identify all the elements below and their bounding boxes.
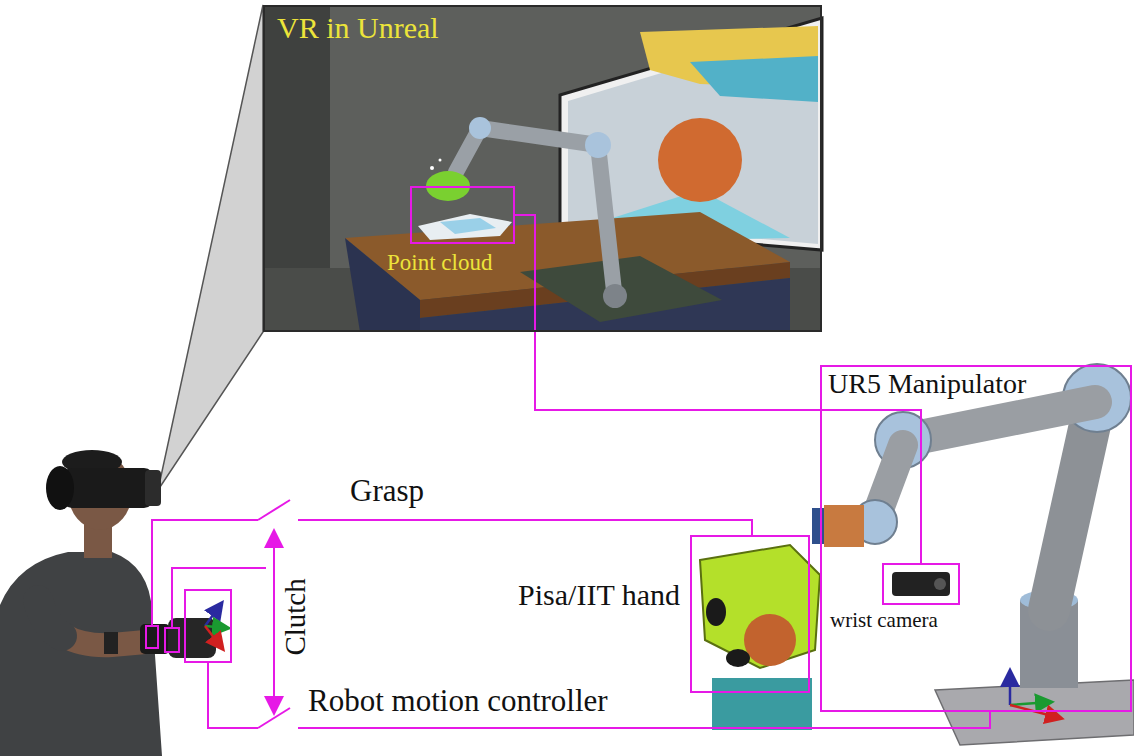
- operator-figure-part: [205, 626, 222, 648]
- magenta-wiring-part: [298, 520, 752, 535]
- operator-figure-part: [205, 604, 221, 626]
- switch-label: Clutch: [280, 578, 312, 655]
- vr-scene-part: [585, 132, 611, 158]
- vr-scene-part: [430, 166, 434, 170]
- vr-scene-part: [520, 256, 722, 322]
- robot-illustration-part: [812, 508, 824, 544]
- node-label: Pisa/IIT hand: [518, 578, 680, 611]
- signal-label: Robot motion controller: [308, 684, 608, 718]
- robot-illustration-part: [1049, 402, 1095, 610]
- operator-figure-part: [46, 466, 74, 510]
- magenta-wiring-part: [152, 520, 258, 626]
- robot-illustration-part: [744, 614, 796, 666]
- magenta-wiring-part: [172, 568, 266, 628]
- magenta-wiring-part: [165, 628, 179, 652]
- manipulator-box: UR5 Manipulator wrist camera: [820, 365, 1132, 712]
- operator-figure-part: [205, 626, 227, 628]
- vr-scene-part: [440, 218, 496, 234]
- vr-scene-part: [603, 284, 627, 308]
- robot-illustration-part: [706, 598, 726, 626]
- robot-illustration-part: [700, 545, 820, 668]
- vr-scene-part: [418, 214, 512, 240]
- vr-scene-part: [439, 159, 442, 162]
- signal-label: Grasp: [350, 474, 424, 508]
- operator-figure: [0, 450, 227, 756]
- magenta-wiring-part: [146, 626, 158, 648]
- camera-box: wrist camera: [882, 563, 960, 605]
- magenta-wiring-part: [273, 532, 275, 712]
- vr-scene-part: [469, 117, 491, 139]
- operator-figure-part: [38, 600, 62, 636]
- node-label: UR5 Manipulator: [828, 369, 1026, 400]
- robot-illustration-part: [726, 649, 750, 667]
- node-label: Point cloud: [387, 250, 492, 275]
- robot-illustration-part: [892, 572, 950, 596]
- vr-scene-part: [658, 118, 742, 202]
- magenta-wiring-part: [208, 662, 258, 728]
- hand-box: Pisa/IIT hand: [690, 535, 810, 693]
- node-label: VR in Unreal: [277, 11, 439, 44]
- robot-illustration-part: [1009, 672, 1012, 705]
- robot-illustration-part: [935, 680, 1134, 745]
- vr-scene-part: [263, 5, 822, 332]
- magenta-wiring-part: [258, 500, 290, 520]
- vr-scene: [263, 5, 822, 332]
- magenta-wiring-part: [185, 590, 231, 662]
- operator-figure-part: [62, 468, 154, 508]
- magenta-wiring: [146, 500, 990, 728]
- robot-illustration: [700, 364, 1134, 745]
- operator-figure-part: [104, 632, 118, 654]
- robot-illustration-part: [712, 678, 812, 730]
- robot-illustration-part: [1010, 702, 1050, 705]
- operator-figure-part: [145, 470, 161, 506]
- vr-view-panel: VR in UnrealPoint cloud: [263, 5, 822, 332]
- point-cloud-box: Point cloud: [410, 186, 515, 244]
- node-label: wrist camera: [830, 609, 938, 632]
- zoom-wedge: [158, 5, 263, 490]
- robot-illustration-part: [934, 578, 946, 590]
- vr-scene-part: [690, 56, 818, 102]
- robot-illustration-part: [824, 505, 864, 547]
- robot-illustration-part: [905, 402, 1095, 440]
